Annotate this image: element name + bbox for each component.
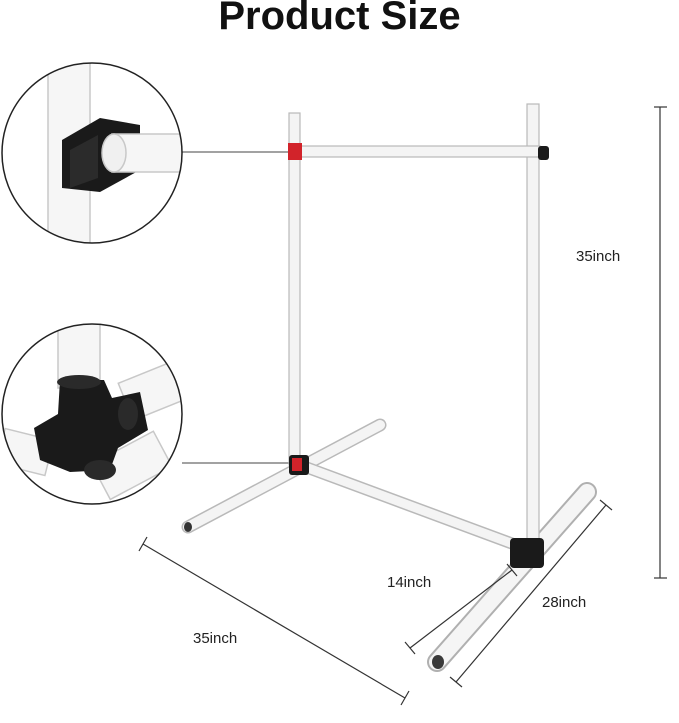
base-length-dimension-line [449,499,613,688]
top-crossbar [288,143,549,160]
top-connector-detail [1,62,183,244]
base-offset-label: 14inch [387,574,432,591]
height-label: 35inch [576,248,621,265]
base-connecting-rail [294,459,530,554]
left-base-connector [289,455,309,475]
right-base-foot [427,482,597,672]
left-base-foot [181,418,387,534]
right-upright-pole [526,103,540,551]
left-upright-pole [288,112,301,466]
height-dimension-line [654,106,667,579]
right-base-connector [510,538,544,568]
width-label: 35inch [193,630,238,647]
base-offset-dimension-line [404,563,518,655]
base-length-label: 28inch [542,594,587,611]
width-dimension-line [138,536,410,706]
base-cross-connector-detail [1,323,183,505]
page-title: Product Size [218,0,461,38]
